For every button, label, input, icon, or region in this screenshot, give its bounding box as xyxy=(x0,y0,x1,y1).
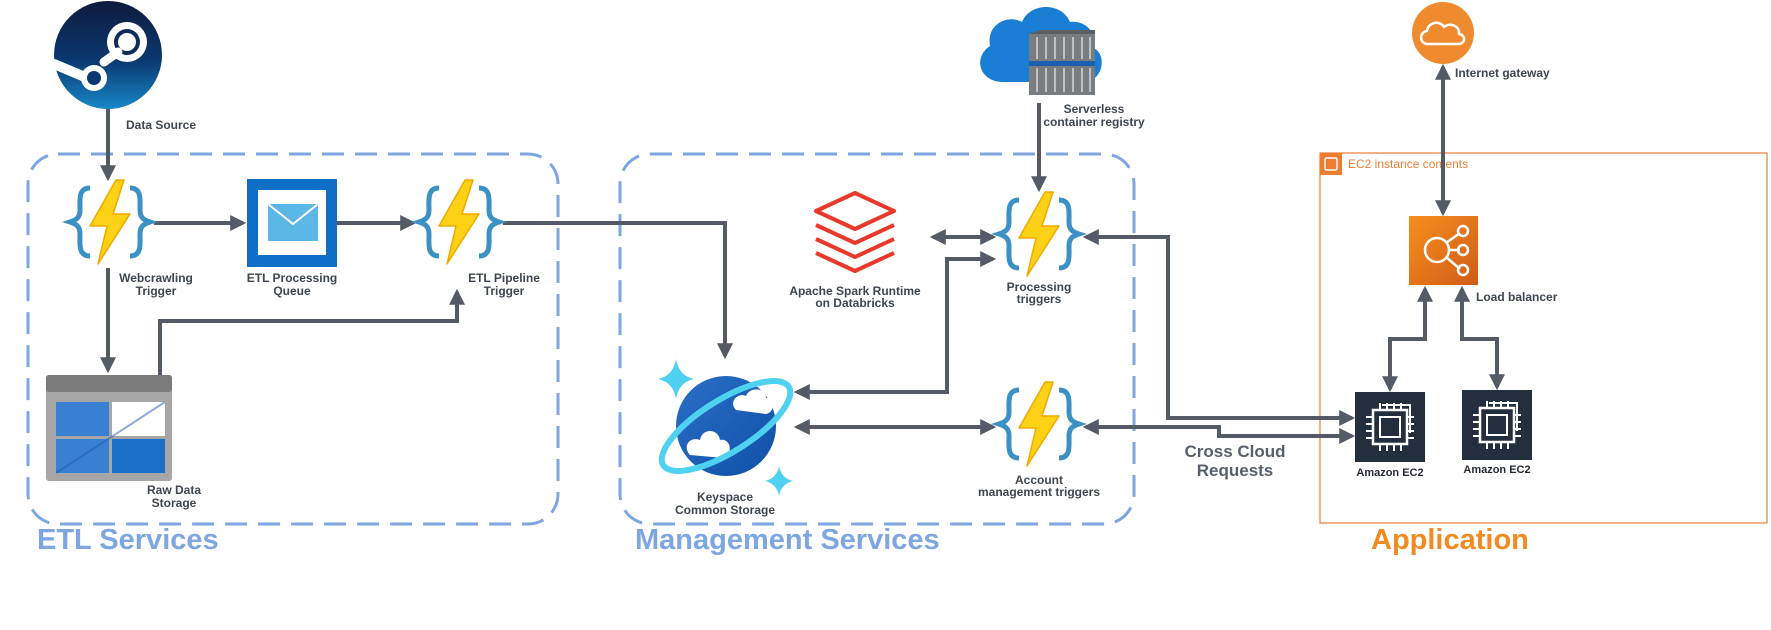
cross-cloud-line1: Cross Cloud xyxy=(1184,442,1285,461)
container-registry-icon xyxy=(980,7,1102,95)
load-balancer-node: Load balancer xyxy=(1409,216,1558,304)
etl-queue-node: ETL Processing Queue xyxy=(247,179,337,298)
etl-pipeline-trigger-node: ETL Pipeline Trigger xyxy=(419,180,540,298)
processing-label-line1: Processing xyxy=(1007,280,1072,294)
edge-pipeline-keyspace xyxy=(503,221,733,360)
spark-label-line1: Apache Spark Runtime xyxy=(789,284,921,298)
application-title: Application xyxy=(1371,524,1529,556)
azure-function-icon xyxy=(999,382,1079,466)
etl-queue-label-line1: ETL Processing xyxy=(247,271,337,285)
registry-label-line1: Serverless xyxy=(1064,102,1125,116)
spark-databricks-node: Apache Spark Runtime on Databricks xyxy=(789,191,921,310)
keyspace-node: Keyspace Common Storage xyxy=(658,359,794,517)
webcrawling-label-line1: Webcrawling xyxy=(119,271,193,285)
ec2-chip-icon xyxy=(1353,390,1427,464)
etl-pipeline-label-line1: ETL Pipeline xyxy=(468,271,540,285)
keyspace-label-line2: Common Storage xyxy=(675,503,775,517)
steam-logo-icon xyxy=(49,1,162,109)
ec2-contents-icon xyxy=(1320,153,1342,175)
edges xyxy=(100,63,1505,444)
data-source-node: Data Source xyxy=(49,1,196,132)
etl-services-title: ETL Services xyxy=(37,524,219,556)
load-balancer-label: Load balancer xyxy=(1476,290,1558,304)
queue-envelope-icon xyxy=(247,179,337,267)
azure-function-icon xyxy=(419,180,499,264)
databricks-icon xyxy=(814,191,896,273)
processing-triggers-node: Processing triggers xyxy=(999,192,1079,306)
raw-storage-label-line2: Storage xyxy=(152,496,197,510)
cosmos-db-icon xyxy=(658,359,794,496)
keyspace-label-line1: Keyspace xyxy=(697,490,753,504)
etl-queue-label-line2: Queue xyxy=(273,284,311,298)
spark-label-line2: on Databricks xyxy=(815,296,895,310)
edge-loadbalancer-ec2a xyxy=(1382,285,1433,393)
cross-cloud-label: Cross Cloud Requests xyxy=(1184,442,1285,480)
edge-loadbalancer-ec2b xyxy=(1454,285,1505,391)
gateway-label: Internet gateway xyxy=(1455,66,1550,80)
ec2-b-label: Amazon EC2 xyxy=(1463,464,1530,476)
webcrawling-label-line2: Trigger xyxy=(136,284,177,298)
raw-storage-node: Raw Data Storage xyxy=(46,375,201,510)
ec2-a-node: Amazon EC2 xyxy=(1353,390,1427,479)
account-label-line2: management triggers xyxy=(978,485,1100,499)
cross-cloud-line2: Requests xyxy=(1197,461,1274,480)
management-services-title: Management Services xyxy=(635,524,940,556)
webcrawling-trigger-node: Webcrawling Trigger xyxy=(70,180,193,298)
registry-label-line2: container registry xyxy=(1043,115,1145,129)
edge-storage-pipeline xyxy=(158,288,465,375)
raw-storage-label-line1: Raw Data xyxy=(147,483,201,497)
account-label-line1: Account xyxy=(1015,473,1063,487)
ec2-b-node: Amazon EC2 xyxy=(1460,388,1534,476)
internet-gateway-node: Internet gateway xyxy=(1412,2,1550,80)
ec2-contents-title: EC2 instance contents xyxy=(1348,157,1468,171)
ec2-a-label: Amazon EC2 xyxy=(1356,467,1423,479)
table-storage-icon xyxy=(46,375,172,481)
edge-processing-ec2 xyxy=(1082,229,1356,426)
container-registry-node: Serverless container registry xyxy=(980,7,1145,129)
azure-function-icon xyxy=(999,192,1079,276)
azure-function-icon xyxy=(70,180,150,264)
edge-keyspace-processing xyxy=(793,251,997,400)
edge-account-ec2 xyxy=(1082,419,1356,444)
account-triggers-node: Account management triggers xyxy=(978,382,1100,499)
load-balancer-icon xyxy=(1409,216,1478,285)
internet-gateway-icon xyxy=(1412,2,1474,64)
ec2-chip-icon xyxy=(1460,388,1534,462)
etl-pipeline-label-line2: Trigger xyxy=(484,284,525,298)
data-source-label: Data Source xyxy=(126,118,196,132)
processing-label-line2: triggers xyxy=(1017,292,1062,306)
etl-services-group xyxy=(26,152,560,526)
